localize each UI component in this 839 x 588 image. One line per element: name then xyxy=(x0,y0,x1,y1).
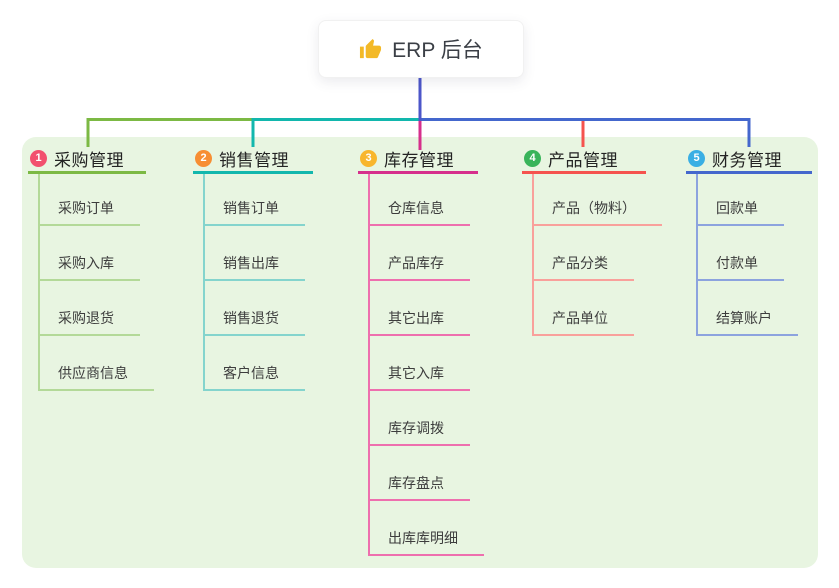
child-node[interactable]: 出库库明细 xyxy=(368,501,484,556)
branch-inventory-management[interactable]: 3 库存管理 仓库信息 产品库存 其它出库 其它入库 库存调拨 库存盘点 出库库… xyxy=(358,146,484,556)
branch-label: 产品管理 xyxy=(548,151,618,170)
branch-header[interactable]: 3 库存管理 xyxy=(358,146,478,174)
child-label: 销售出库 xyxy=(203,253,305,281)
child-label: 结算账户 xyxy=(696,308,798,336)
child-node[interactable]: 库存调拨 xyxy=(368,391,478,446)
child-node[interactable]: 结算账户 xyxy=(696,281,812,336)
child-label: 销售订单 xyxy=(203,198,305,226)
branch-header[interactable]: 4 产品管理 xyxy=(522,146,646,174)
child-label: 产品库存 xyxy=(368,253,470,281)
branch-number-badge: 1 xyxy=(30,150,47,167)
child-node[interactable]: 回款单 xyxy=(696,174,812,226)
child-node[interactable]: 供应商信息 xyxy=(38,336,154,391)
child-node[interactable]: 采购入库 xyxy=(38,226,146,281)
branch-header[interactable]: 5 财务管理 xyxy=(686,146,812,174)
child-node[interactable]: 销售出库 xyxy=(203,226,313,281)
child-label: 客户信息 xyxy=(203,363,305,391)
child-label: 产品（物料） xyxy=(532,198,662,226)
child-label: 其它入库 xyxy=(368,363,470,391)
branch-number-badge: 4 xyxy=(524,150,541,167)
branch-sales-management[interactable]: 2 销售管理 销售订单 销售出库 销售退货 客户信息 xyxy=(193,146,313,391)
child-node[interactable]: 仓库信息 xyxy=(368,174,478,226)
branch-children: 仓库信息 产品库存 其它出库 其它入库 库存调拨 库存盘点 出库库明细 xyxy=(368,174,484,556)
branch-children: 销售订单 销售出库 销售退货 客户信息 xyxy=(203,174,313,391)
child-node[interactable]: 库存盘点 xyxy=(368,446,478,501)
branch-number-badge: 2 xyxy=(195,150,212,167)
child-node[interactable]: 采购退货 xyxy=(38,281,146,336)
branch-label: 库存管理 xyxy=(384,151,454,170)
child-label: 产品单位 xyxy=(532,308,634,336)
child-node[interactable]: 产品单位 xyxy=(532,281,646,336)
child-node[interactable]: 销售退货 xyxy=(203,281,313,336)
branch-product-management[interactable]: 4 产品管理 产品（物料） 产品分类 产品单位 xyxy=(522,146,662,336)
child-node[interactable]: 产品（物料） xyxy=(532,174,662,226)
child-label: 其它出库 xyxy=(368,308,470,336)
child-label: 库存调拨 xyxy=(368,418,470,446)
root-node[interactable]: ERP 后台 xyxy=(318,20,524,78)
branches-background-panel xyxy=(22,137,818,568)
child-label: 采购入库 xyxy=(38,253,140,281)
child-node[interactable]: 付款单 xyxy=(696,226,812,281)
child-node[interactable]: 产品库存 xyxy=(368,226,478,281)
branch-children: 回款单 付款单 结算账户 xyxy=(696,174,812,336)
child-label: 出库库明细 xyxy=(368,528,484,556)
branch-header[interactable]: 2 销售管理 xyxy=(193,146,313,174)
branch-children: 产品（物料） 产品分类 产品单位 xyxy=(532,174,662,336)
branch-header[interactable]: 1 采购管理 xyxy=(28,146,146,174)
child-label: 产品分类 xyxy=(532,253,634,281)
child-node[interactable]: 客户信息 xyxy=(203,336,313,391)
child-label: 库存盘点 xyxy=(368,473,470,501)
child-node[interactable]: 其它出库 xyxy=(368,281,478,336)
child-label: 付款单 xyxy=(696,253,784,281)
branch-number-badge: 3 xyxy=(360,150,377,167)
branch-label: 销售管理 xyxy=(219,151,289,170)
child-node[interactable]: 其它入库 xyxy=(368,336,478,391)
child-label: 采购订单 xyxy=(38,198,140,226)
branch-finance-management[interactable]: 5 财务管理 回款单 付款单 结算账户 xyxy=(686,146,812,336)
branch-label: 财务管理 xyxy=(712,151,782,170)
child-node[interactable]: 采购订单 xyxy=(38,174,146,226)
child-label: 销售退货 xyxy=(203,308,305,336)
child-label: 回款单 xyxy=(696,198,784,226)
thumbs-up-icon xyxy=(360,38,382,58)
branch-purchase-management[interactable]: 1 采购管理 采购订单 采购入库 采购退货 供应商信息 xyxy=(28,146,154,391)
branch-children: 采购订单 采购入库 采购退货 供应商信息 xyxy=(38,174,154,391)
child-label: 采购退货 xyxy=(38,308,140,336)
branch-number-badge: 5 xyxy=(688,150,705,167)
branch-label: 采购管理 xyxy=(54,151,124,170)
root-label: ERP 后台 xyxy=(392,39,483,62)
child-node[interactable]: 产品分类 xyxy=(532,226,646,281)
child-label: 供应商信息 xyxy=(38,363,154,391)
child-node[interactable]: 销售订单 xyxy=(203,174,313,226)
child-label: 仓库信息 xyxy=(368,198,470,226)
